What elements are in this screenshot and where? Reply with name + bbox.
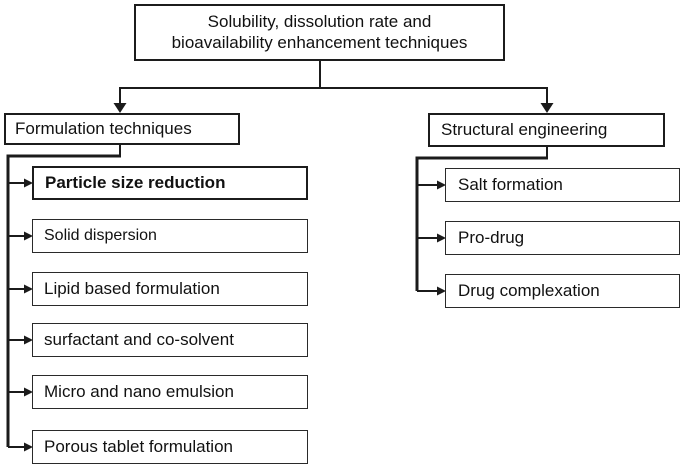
item-label: Particle size reduction (45, 172, 226, 192)
item-node-surfactant-and-co-solvent: surfactant and co-solvent (32, 323, 308, 357)
item-node-pro-drug: Pro-drug (445, 221, 680, 255)
down-arrowhead-icon (113, 103, 127, 113)
item-label: surfactant and co-solvent (44, 329, 234, 349)
left-spine-connector (6, 145, 121, 448)
down-arrowhead-icon (540, 103, 554, 113)
item-node-drug-complexation: Drug complexation (445, 274, 680, 308)
item-node-solid-dispersion: Solid dispersion (32, 219, 308, 253)
item-node-micro-and-nano-emulsion: Micro and nano emulsion (32, 375, 308, 409)
item-node-particle-size-reduction: Particle size reduction (32, 166, 308, 200)
item-label: Micro and nano emulsion (44, 381, 234, 401)
item-label: Pro-drug (458, 227, 525, 247)
item-node-lipid-based-formulation: Lipid based formulation (32, 272, 308, 306)
item-label: Porous tablet formulation (44, 436, 233, 456)
root-split-connector (119, 61, 548, 105)
branch-label: Formulation techniques (15, 118, 192, 138)
root-title-line2: bioavailability enhancement techniques (171, 32, 468, 52)
item-node-salt-formation: Salt formation (445, 168, 680, 202)
right-arrowhead-icons (24, 178, 33, 452)
branch-node-structural-engineering: Structural engineering (428, 113, 665, 147)
item-label: Drug complexation (458, 280, 600, 300)
branch-node-formulation-techniques: Formulation techniques (4, 113, 240, 145)
branch-label: Structural engineering (441, 119, 608, 139)
right-spine-connector (415, 147, 548, 292)
item-node-porous-tablet-formulation: Porous tablet formulation (32, 430, 308, 464)
item-label: Lipid based formulation (44, 278, 220, 298)
root-node: Solubility, dissolution rate and bioavai… (134, 4, 505, 61)
item-label: Solid dispersion (44, 227, 157, 245)
right-arrowhead-icons (437, 180, 446, 296)
item-label: Salt formation (458, 174, 563, 194)
root-title-line1: Solubility, dissolution rate and (207, 12, 432, 32)
